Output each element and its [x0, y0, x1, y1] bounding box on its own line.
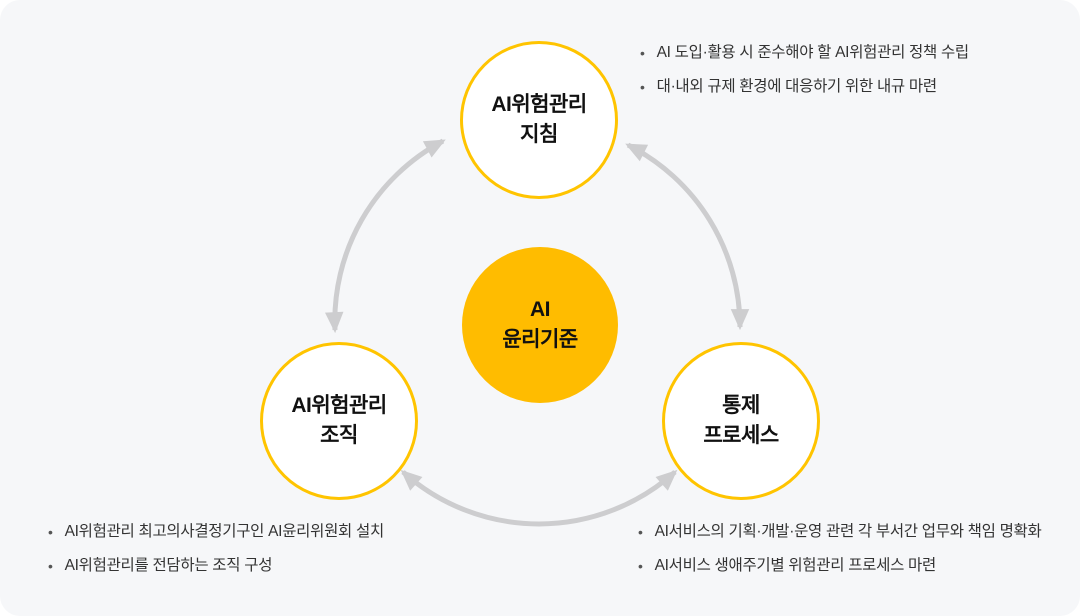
- list-item: • AI서비스의 기획·개발·운영 관련 각 부서간 업무와 책임 명확화: [638, 521, 1042, 543]
- process-bullet-2: AI서비스 생애주기별 위험관리 프로세스 마련: [654, 557, 937, 574]
- center-node-label-line2: 윤리기준: [502, 328, 578, 351]
- guideline-bullet-list: • AI 도입·활용 시 준수해야 할 AI위험관리 정책 수립 • 대·내외 …: [640, 42, 969, 98]
- node-organization-label-line2: 조직: [320, 424, 358, 447]
- list-item: • AI위험관리를 전담하는 조직 구성: [48, 555, 384, 577]
- bullet-icon: •: [638, 558, 643, 574]
- organization-bullet-list: • AI위험관리 최고의사결정기구인 AI윤리위원회 설치 • AI위험관리를 …: [48, 521, 384, 577]
- bullet-icon: •: [48, 558, 53, 574]
- node-organization: AI위험관리 조직: [260, 342, 418, 500]
- list-item: • AI위험관리 최고의사결정기구인 AI윤리위원회 설치: [48, 521, 384, 543]
- guideline-bullet-2: 대·내외 규제 환경에 대응하기 위한 내규 마련: [656, 78, 937, 95]
- process-bullet-list: • AI서비스의 기획·개발·운영 관련 각 부서간 업무와 책임 명확화 • …: [638, 521, 1042, 577]
- node-guideline-label-line1: AI위험관리: [491, 92, 587, 116]
- list-item: • 대·내외 규제 환경에 대응하기 위한 내규 마련: [640, 76, 969, 98]
- node-organization-label-line1: AI위험관리: [291, 393, 387, 417]
- list-item: • AI서비스 생애주기별 위험관리 프로세스 마련: [638, 555, 1041, 577]
- bullet-icon: •: [48, 524, 53, 540]
- bullet-icon: •: [640, 79, 645, 95]
- node-guideline-label-line2: 지침: [520, 123, 558, 146]
- arrow-organization-process: [400, 469, 678, 527]
- arrow-guideline-process: [625, 142, 750, 331]
- process-bullet-1: AI서비스의 기획·개발·운영 관련 각 부서간 업무와 책임 명확화: [654, 523, 1042, 540]
- center-node-label-line1: AI: [530, 297, 551, 321]
- node-guideline: AI위험관리 지침: [460, 41, 618, 199]
- node-process-label-line2: 프로세스: [703, 424, 779, 447]
- node-process: 통제 프로세스: [662, 342, 820, 500]
- node-process-label-line1: 통제: [722, 393, 760, 417]
- organization-bullet-2: AI위험관리를 전담하는 조직 구성: [64, 557, 273, 574]
- bullet-icon: •: [640, 45, 645, 61]
- guideline-bullet-1: AI 도입·활용 시 준수해야 할 AI위험관리 정책 수립: [656, 44, 970, 61]
- list-item: • AI 도입·활용 시 준수해야 할 AI위험관리 정책 수립: [640, 42, 969, 64]
- arrow-guideline-organization: [325, 138, 446, 334]
- bullet-icon: •: [638, 524, 643, 540]
- organization-bullet-1: AI위험관리 최고의사결정기구인 AI윤리위원회 설치: [64, 523, 385, 540]
- center-node-ai-ethics: AI 윤리기준: [462, 247, 618, 403]
